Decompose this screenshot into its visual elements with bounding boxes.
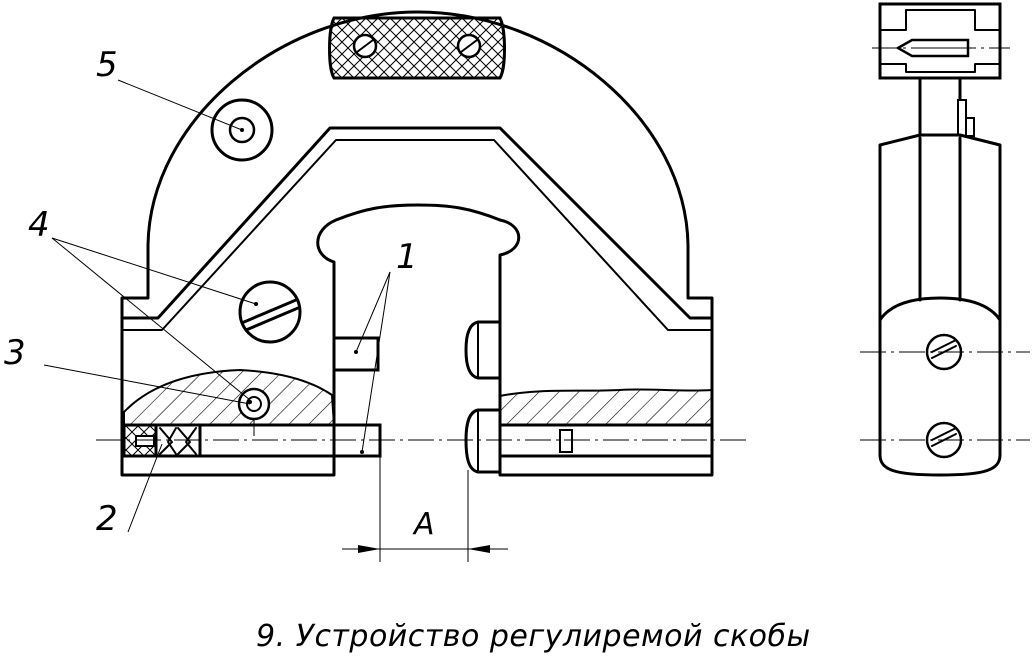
frame-relief-inner <box>121 139 713 331</box>
callout-4: 4 <box>28 205 50 245</box>
callout-2: 2 <box>96 499 118 539</box>
frame-relief-outer <box>120 126 714 320</box>
leader-lines <box>43 79 391 533</box>
dimension-a <box>342 456 508 562</box>
lower-anvil <box>464 408 502 474</box>
right-bore-plug <box>559 429 573 453</box>
spring-element <box>159 427 197 455</box>
drawing-caption: 9. Устройство регулиремой скобы <box>256 619 811 654</box>
front-view <box>43 10 750 562</box>
side-stem <box>918 76 962 140</box>
right-section-hatched <box>499 388 713 426</box>
side-body <box>878 133 1002 477</box>
callout-1: 1 <box>396 237 418 277</box>
callout-3: 3 <box>4 333 26 373</box>
left-section-hatched <box>123 368 336 426</box>
upper-anvil <box>464 320 502 380</box>
dimension-label: A <box>412 507 435 542</box>
side-view <box>860 2 1030 477</box>
callout-5: 5 <box>96 45 118 85</box>
top-insulation-plate <box>328 16 506 80</box>
end-pin <box>135 435 155 447</box>
